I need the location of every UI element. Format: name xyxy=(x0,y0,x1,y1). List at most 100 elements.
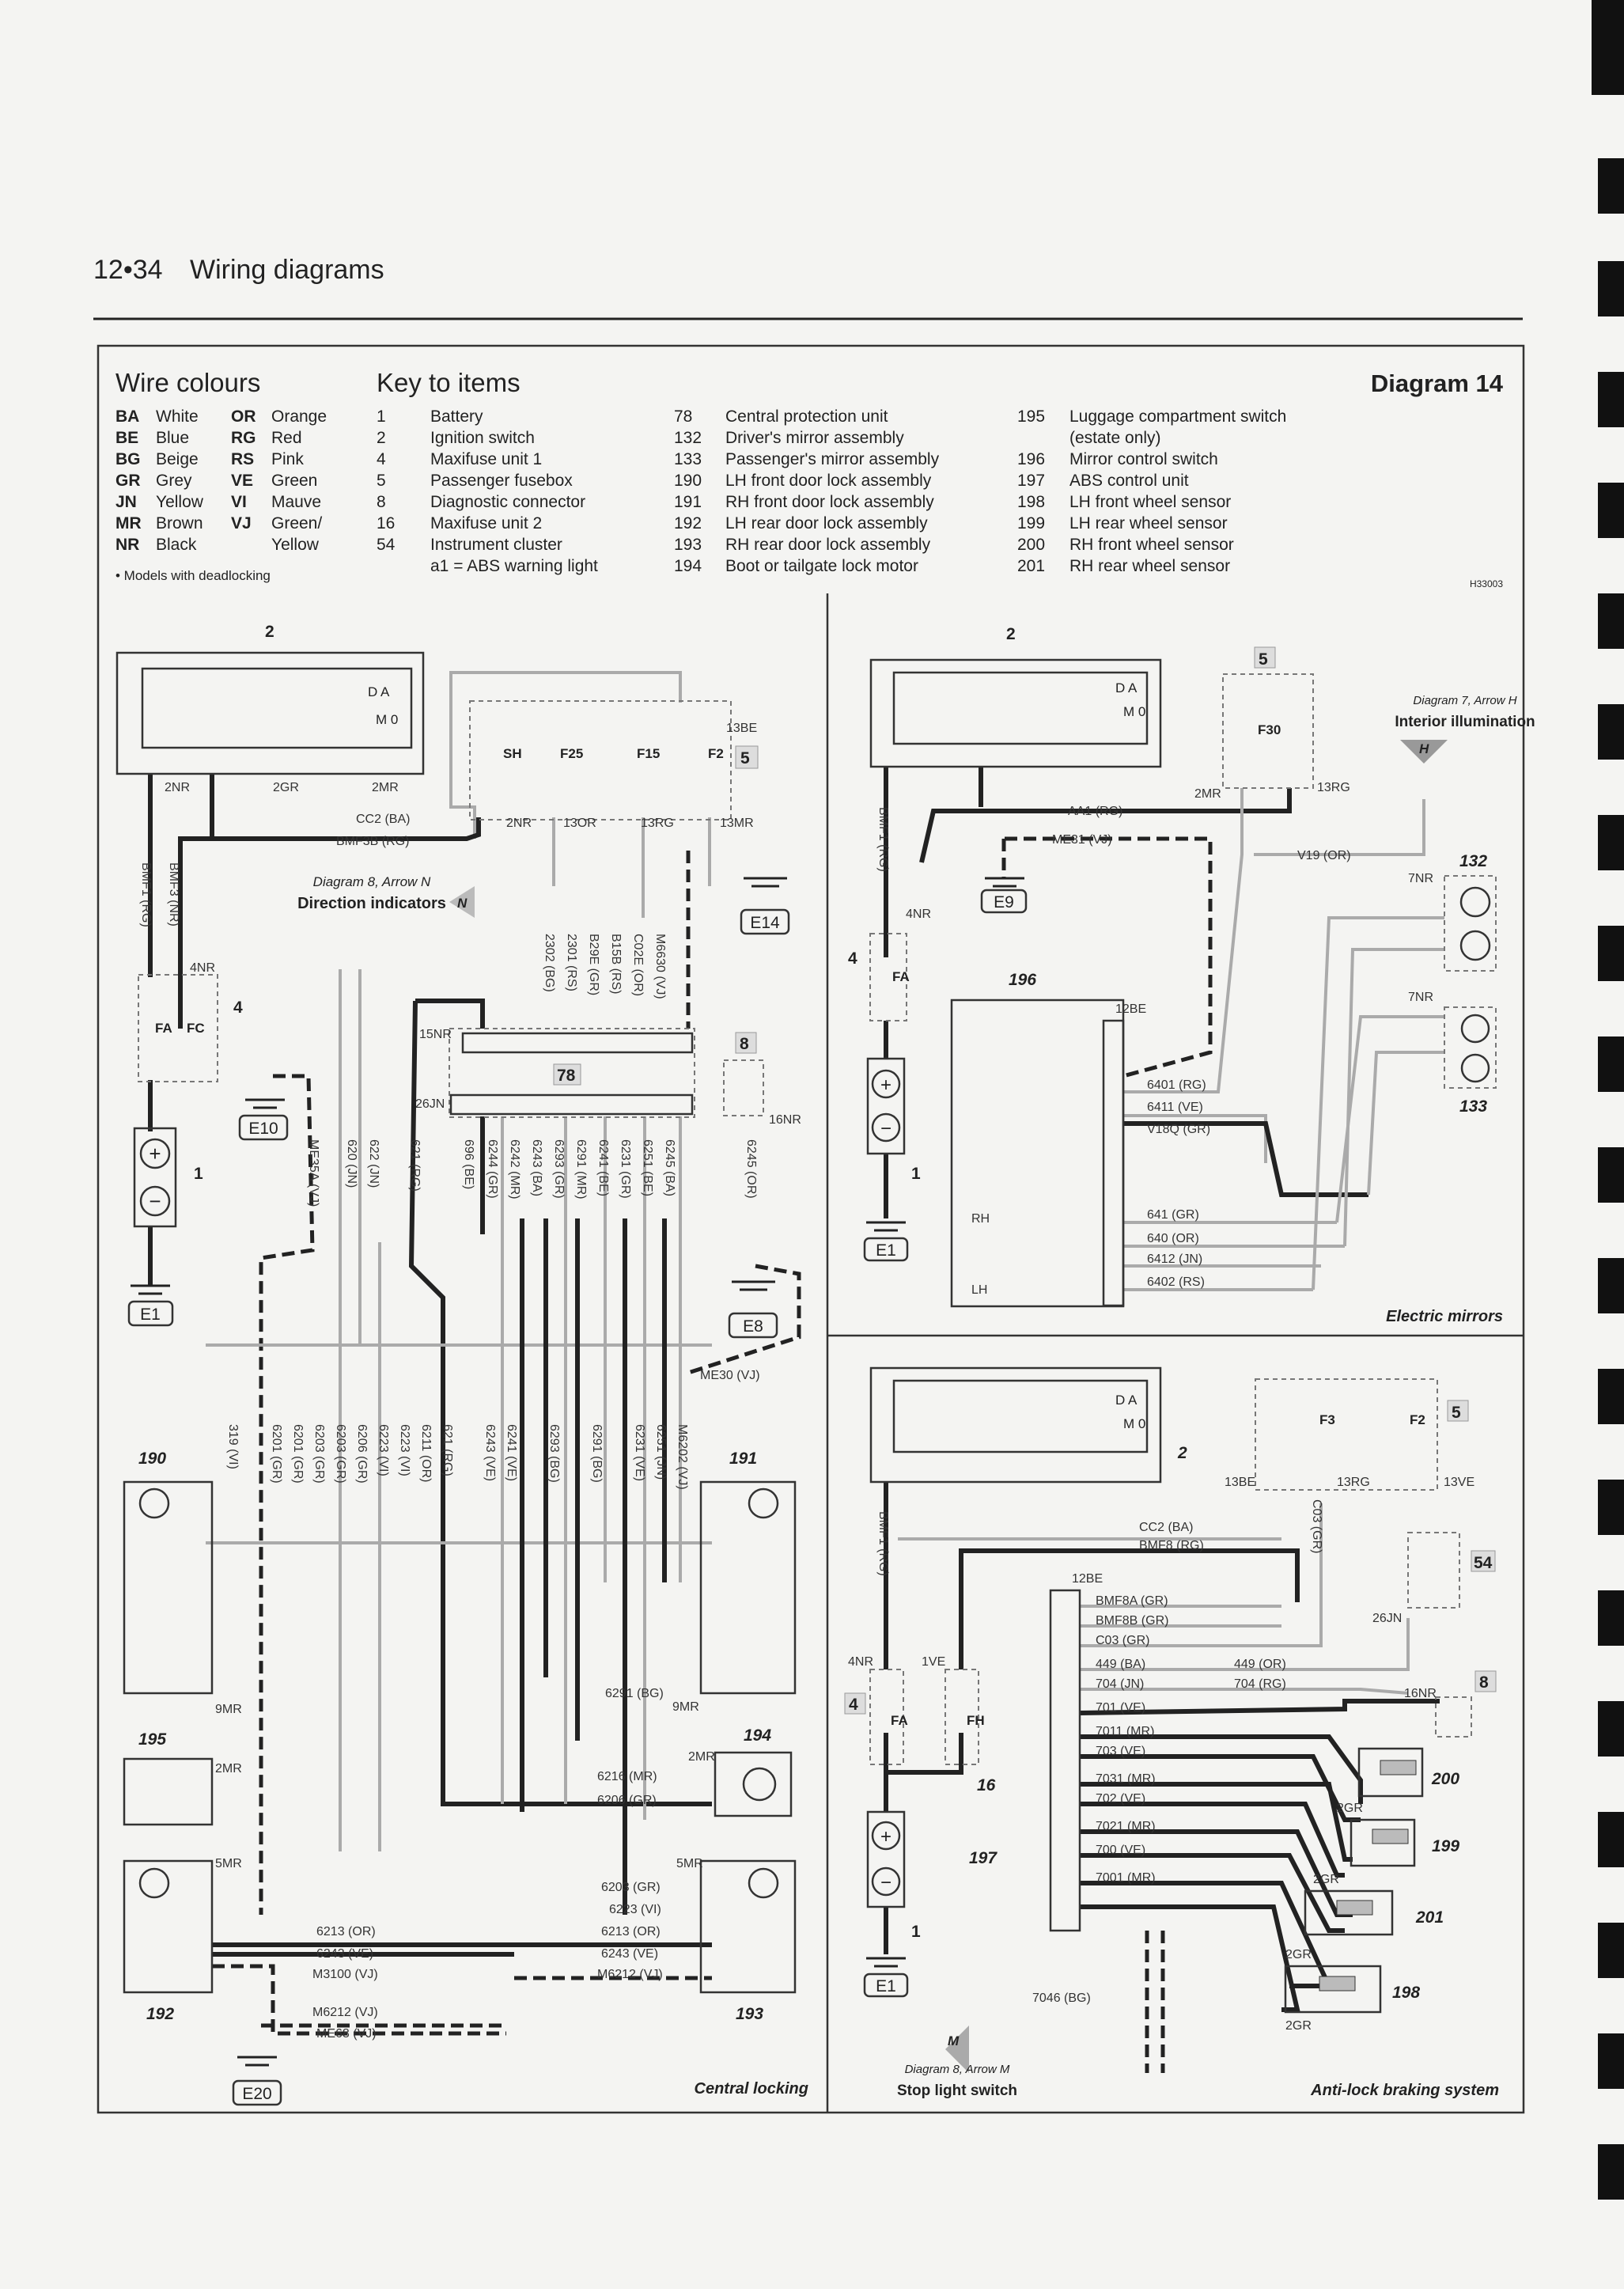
wire-label: 4NR xyxy=(906,908,931,921)
component-number: 1 xyxy=(911,1923,921,1941)
wire-label: 16NR xyxy=(1404,1687,1437,1700)
wire-label: 6251 (BE) xyxy=(641,1139,654,1196)
negative-terminal-icon: − xyxy=(880,1872,891,1893)
wire-label: 6216 (MR) xyxy=(597,1770,657,1783)
component-number: 8 xyxy=(1479,1673,1489,1692)
component-number: 192 xyxy=(146,2005,174,2023)
luggage-compartment-switch xyxy=(123,1757,214,1826)
wire-label: 16NR xyxy=(769,1113,801,1127)
cross-reference: Diagram 8, Arrow N xyxy=(313,874,431,889)
lh-rear-door-lock xyxy=(123,1859,214,1994)
component-number: 197 xyxy=(969,1849,997,1867)
wire-label: 6223 (VI) xyxy=(377,1424,390,1476)
wire-label: 449 (OR) xyxy=(1234,1658,1286,1671)
key-number: 78 xyxy=(674,407,692,426)
wire-label: 1VE xyxy=(922,1655,945,1669)
colour-name: White xyxy=(156,407,199,426)
wire-label: 641 (GR) xyxy=(1147,1208,1199,1222)
key-number: 196 xyxy=(1017,450,1045,468)
battery xyxy=(133,1127,177,1228)
key-label: RH front wheel sensor xyxy=(1069,536,1234,554)
wire-label: 2GR xyxy=(1337,1802,1363,1815)
passenger-fusebox xyxy=(1255,1378,1438,1491)
wire-label: 6243 (BA) xyxy=(530,1139,543,1196)
wire-label: 6243 (VE) xyxy=(601,1947,658,1961)
wire-label: CC2 (BA) xyxy=(1139,1521,1193,1534)
colour-name: Orange xyxy=(271,407,327,426)
passenger-fusebox xyxy=(1222,673,1314,789)
arrow-h-icon xyxy=(1400,740,1448,764)
wire-label: 4NR xyxy=(190,961,215,975)
wire-label: 319 (VI) xyxy=(226,1424,240,1469)
component-number: 8 xyxy=(740,1035,749,1053)
colour-code: RG xyxy=(231,429,256,447)
wire-label: CC2 (BA) xyxy=(356,813,410,826)
key-label: Central protection unit xyxy=(725,407,888,426)
wire-label: 15NR xyxy=(419,1028,452,1041)
battery xyxy=(866,1810,906,1908)
maxifuse-unit-1 xyxy=(869,933,907,1021)
wire-label: 6245 (BA) xyxy=(663,1139,676,1196)
colour-name: Yellow xyxy=(156,493,204,511)
wire-label: 6401 (RG) xyxy=(1147,1078,1206,1092)
component-number: 1 xyxy=(911,1165,921,1183)
ignition-switch xyxy=(869,1366,1162,1484)
wire-label: 6293 (BG) xyxy=(547,1424,561,1483)
cross-reference-title: Stop light switch xyxy=(897,2082,1017,2099)
wire-label: 704 (JN) xyxy=(1096,1677,1144,1691)
key-number: 195 xyxy=(1017,407,1045,426)
wire-label: 13VE xyxy=(1444,1476,1474,1489)
wire-label: 6242 (MR) xyxy=(508,1139,521,1199)
wire-label: 703 (VE) xyxy=(1096,1745,1145,1758)
negative-terminal-icon: − xyxy=(149,1189,161,1213)
wire-label: 13RG xyxy=(641,817,674,830)
wire-label: 5MR xyxy=(676,1857,703,1870)
switch-position-label: D A xyxy=(1115,1393,1138,1408)
wire-label: 2NR xyxy=(165,781,190,794)
fuse-label: F2 xyxy=(1410,1412,1425,1427)
ground-label: E20 xyxy=(242,2085,271,2103)
key-number: 190 xyxy=(674,472,702,490)
colour-code: NR xyxy=(115,536,139,554)
component-number: 5 xyxy=(1452,1404,1461,1422)
wire-label: 6241 (BE) xyxy=(596,1139,610,1196)
key-number: 4 xyxy=(377,450,386,468)
fuse-label: SH xyxy=(503,746,522,761)
key-number: 2 xyxy=(377,429,386,447)
ground-label: E1 xyxy=(876,1977,896,1995)
wire-label: 6243 (VE) xyxy=(316,1947,373,1961)
cross-reference: Diagram 8, Arrow M xyxy=(905,2063,1010,2076)
wire-label: 6244 (GR) xyxy=(486,1139,499,1199)
switch-position-label: M 0 xyxy=(1123,1416,1145,1431)
wire-label: 2MR xyxy=(372,781,399,794)
wire-label: BMF3B (RG) xyxy=(336,835,409,848)
component-number: 2 xyxy=(1177,1444,1187,1462)
fuse-label: FH xyxy=(967,1713,985,1728)
key-number: 5 xyxy=(377,472,386,490)
negative-terminal-icon: − xyxy=(880,1118,891,1139)
key-label: Diagnostic connector xyxy=(430,493,585,511)
wire-label: BMF8 (RG) xyxy=(1139,1539,1204,1552)
wire-label: 12BE xyxy=(1072,1572,1103,1586)
key-label: Boot or tailgate lock motor xyxy=(725,557,918,575)
key-label: Mirror control switch xyxy=(1069,450,1218,468)
wire-label: 2GR xyxy=(1313,1873,1339,1886)
cross-reference-title: Interior illumination xyxy=(1395,714,1535,730)
component-number: 132 xyxy=(1459,852,1487,870)
wire-label: 7NR xyxy=(1408,991,1433,1004)
arrow-n-icon xyxy=(449,886,475,918)
cross-reference: Diagram 7, Arrow H xyxy=(1413,694,1516,707)
wire-label: BMF1 (RG) xyxy=(139,862,153,927)
wire-label: 6223 (VI) xyxy=(398,1424,411,1476)
key-label: Instrument cluster xyxy=(430,536,562,554)
ignition-switch xyxy=(115,651,425,775)
page-title: Wiring diagrams xyxy=(190,255,384,285)
diagnostic-connector xyxy=(723,1059,764,1116)
positive-terminal-icon: + xyxy=(880,1074,891,1096)
colour-name: Red xyxy=(271,429,302,447)
switch-position-label: M 0 xyxy=(1123,704,1145,719)
ground-e10: E10 xyxy=(238,1098,289,1141)
fuse-label: FA xyxy=(892,969,910,984)
